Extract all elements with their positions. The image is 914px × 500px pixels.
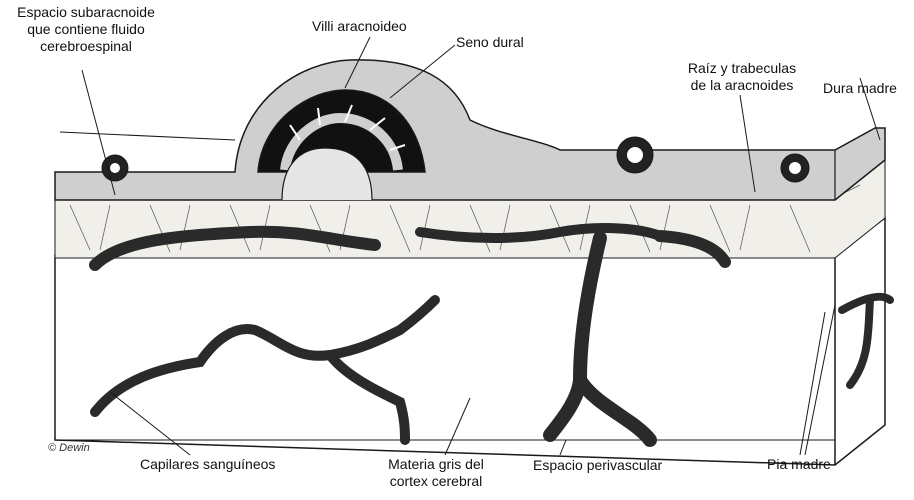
label-gray-matter: Materia gris del cortex cerebral: [366, 456, 506, 490]
label-gray-matter-line-2: cortex cerebral: [366, 473, 506, 490]
label-blood-capillaries: Capilares sanguíneos: [140, 456, 275, 473]
label-trabeculae-line-2: de la aracnoides: [672, 77, 812, 94]
label-subarachnoid-line-1: Espacio subaracnoide: [2, 4, 170, 21]
label-subarachnoid-line-3: cerebroespinal: [2, 38, 170, 55]
label-gray-matter-line-1: Materia gris del: [366, 456, 506, 473]
label-arachnoid-trabeculae: Raíz y trabeculas de la aracnoides: [672, 60, 812, 94]
label-dural-sinus: Seno dural: [456, 34, 524, 51]
label-subarachnoid-space: Espacio subaracnoide que contiene fluido…: [2, 4, 170, 55]
label-arachnoid-villi: Villi aracnoideo: [312, 18, 407, 35]
label-pia-mater: Pia madre: [767, 456, 831, 473]
label-perivascular-space: Espacio perivascular: [533, 457, 662, 474]
label-subarachnoid-line-2: que contiene fluido: [2, 21, 170, 38]
artist-signature: © Dewin: [48, 440, 90, 457]
label-trabeculae-line-1: Raíz y trabeculas: [672, 60, 812, 77]
label-dura-mater: Dura madre: [823, 80, 897, 97]
